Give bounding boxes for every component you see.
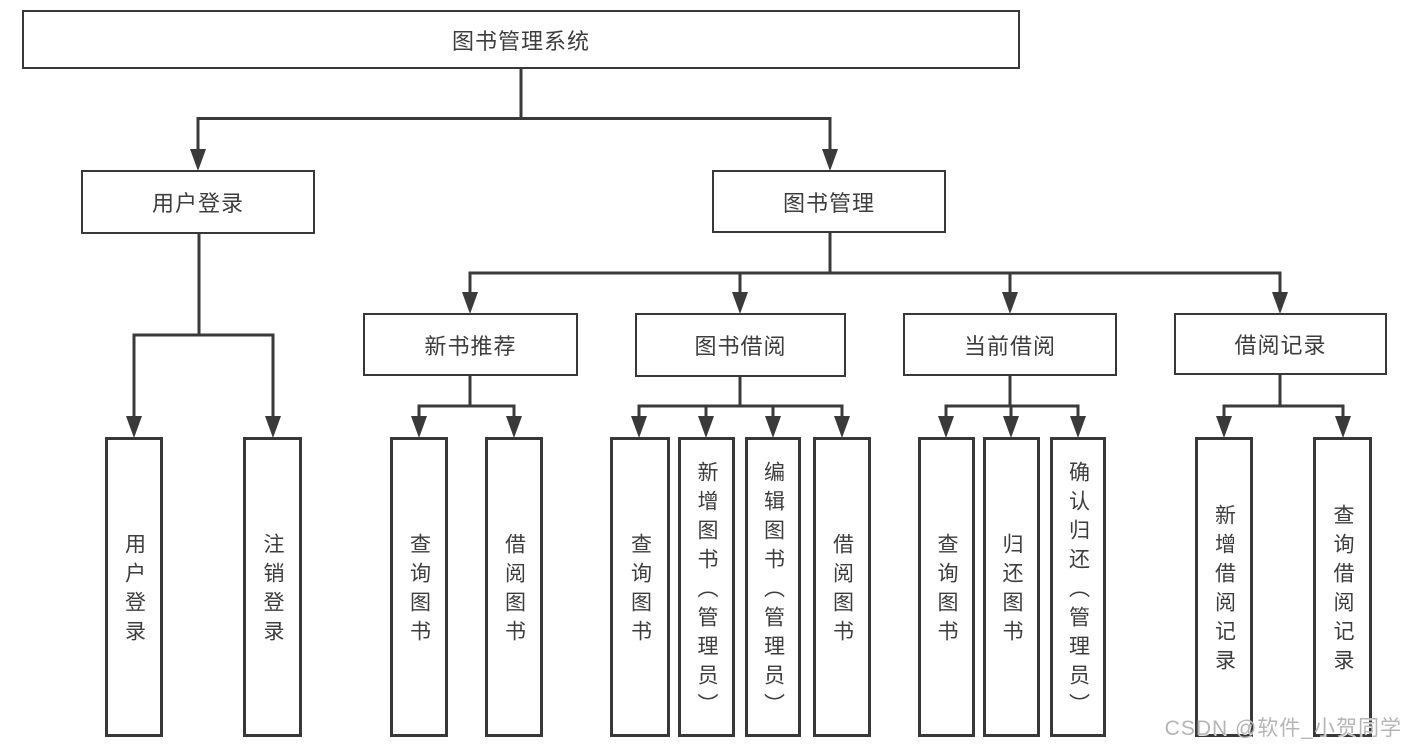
node-label: 借阅记录	[1234, 333, 1327, 358]
node-current-borrow: 当前借阅	[903, 313, 1117, 376]
node-label: 用户登录	[151, 191, 244, 216]
node-user-login: 用户登录	[81, 170, 315, 234]
leaf-user-login: 用户登录	[105, 437, 163, 737]
leaf-query-books-borrow: 查询图书	[610, 437, 670, 737]
watermark-text: CSDN @软件_小贺同学	[1164, 717, 1402, 740]
leaf-label: 用户登录	[122, 533, 146, 649]
leaf-label: 新增借阅记录	[1212, 504, 1236, 678]
leaf-return-books: 归还图书	[983, 437, 1040, 737]
node-label: 当前借阅	[963, 333, 1056, 359]
node-library-management-system: 图书管理系统	[22, 10, 1020, 69]
leaf-add-borrow-record: 新增借阅记录	[1195, 437, 1253, 737]
node-book-borrow: 图书借阅	[635, 313, 846, 377]
leaf-label: 注销登录	[261, 533, 285, 649]
node-label: 图书管理	[782, 190, 875, 216]
node-label: 图书管理系统	[451, 28, 590, 54]
leaf-label: 编辑图书（管理员）	[761, 460, 785, 722]
node-label: 图书借阅	[694, 334, 787, 359]
leaf-label: 查询图书	[628, 533, 652, 649]
leaf-label: 借阅图书	[502, 533, 526, 649]
leaf-label: 借阅图书	[830, 533, 854, 649]
leaf-confirm-return-admin: 确认归还（管理员）	[1050, 437, 1106, 737]
leaf-label: 查询借阅记录	[1331, 504, 1355, 678]
leaf-borrow-books-recommend: 借阅图书	[485, 437, 543, 737]
leaf-borrow-books: 借阅图书	[813, 437, 871, 737]
leaf-query-books-recommend: 查询图书	[390, 437, 448, 737]
node-label: 新书推荐	[424, 333, 517, 359]
leaf-add-books-admin: 新增图书（管理员）	[678, 437, 735, 737]
node-book-management: 图书管理	[712, 170, 946, 233]
leaf-label: 新增图书（管理员）	[695, 460, 719, 722]
leaf-label: 归还图书	[1000, 533, 1024, 649]
leaf-query-books-current: 查询图书	[918, 437, 975, 737]
leaf-query-borrow-record: 查询借阅记录	[1313, 437, 1372, 737]
node-new-book-recommend: 新书推荐	[363, 313, 578, 376]
node-borrow-records: 借阅记录	[1174, 313, 1387, 375]
leaf-logout-login: 注销登录	[243, 437, 302, 737]
leaf-label: 确认归还（管理员）	[1066, 460, 1090, 722]
arrowheads	[126, 149, 1351, 438]
leaf-label: 查询图书	[407, 533, 431, 649]
leaf-edit-books-admin: 编辑图书（管理员）	[745, 437, 801, 737]
leaf-label: 查询图书	[935, 533, 959, 649]
